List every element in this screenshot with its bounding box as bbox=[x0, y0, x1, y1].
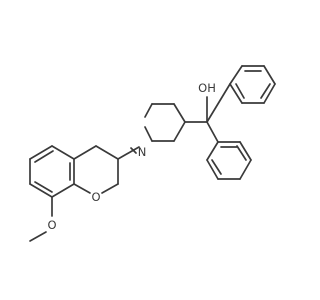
top-phenyl-ring bbox=[229, 65, 276, 104]
bond-c-top-phenyl bbox=[206, 83, 231, 123]
bottom-phenyl-ring bbox=[206, 141, 252, 180]
bond bbox=[206, 141, 219, 161]
bond bbox=[95, 145, 119, 160]
methoxy-oxygen-label: O bbox=[47, 218, 56, 232]
bond bbox=[51, 145, 75, 160]
double-bond bbox=[235, 83, 245, 99]
bond bbox=[29, 145, 53, 160]
bond bbox=[29, 231, 47, 242]
bond bbox=[239, 141, 252, 161]
bond bbox=[206, 159, 219, 180]
piperidine-ring bbox=[144, 103, 186, 142]
bond bbox=[173, 121, 186, 142]
hydroxyl-label: OH bbox=[198, 81, 216, 95]
bond bbox=[73, 145, 97, 160]
bond bbox=[263, 65, 276, 85]
bond bbox=[101, 183, 119, 194]
piperidine-nitrogen-label: N bbox=[138, 145, 147, 159]
carbinol-center bbox=[184, 83, 231, 143]
double-bond bbox=[211, 159, 222, 175]
bond-c-bottom-phenyl bbox=[206, 121, 219, 143]
double-bond bbox=[260, 83, 271, 99]
methoxy-group bbox=[29, 196, 53, 242]
bond bbox=[263, 83, 276, 104]
structure-canvas: OH N O O bbox=[29, 65, 276, 242]
molecule-drawing: OH N O O bbox=[29, 65, 276, 242]
bond bbox=[229, 83, 243, 104]
chroman-pyran-ring bbox=[73, 145, 119, 194]
bond bbox=[239, 159, 252, 180]
bond-n-chroman bbox=[117, 146, 140, 160]
ring-oxygen-label: O bbox=[91, 190, 100, 204]
bond bbox=[144, 126, 153, 142]
double-bond bbox=[34, 181, 53, 193]
bond bbox=[51, 183, 75, 198]
bond bbox=[29, 183, 53, 198]
chroman-benzene-ring bbox=[29, 145, 75, 198]
bond bbox=[144, 103, 153, 118]
bond bbox=[73, 183, 91, 194]
bond bbox=[173, 103, 186, 123]
double-bond bbox=[34, 150, 54, 163]
double-bond bbox=[236, 145, 247, 161]
bond bbox=[229, 65, 243, 85]
